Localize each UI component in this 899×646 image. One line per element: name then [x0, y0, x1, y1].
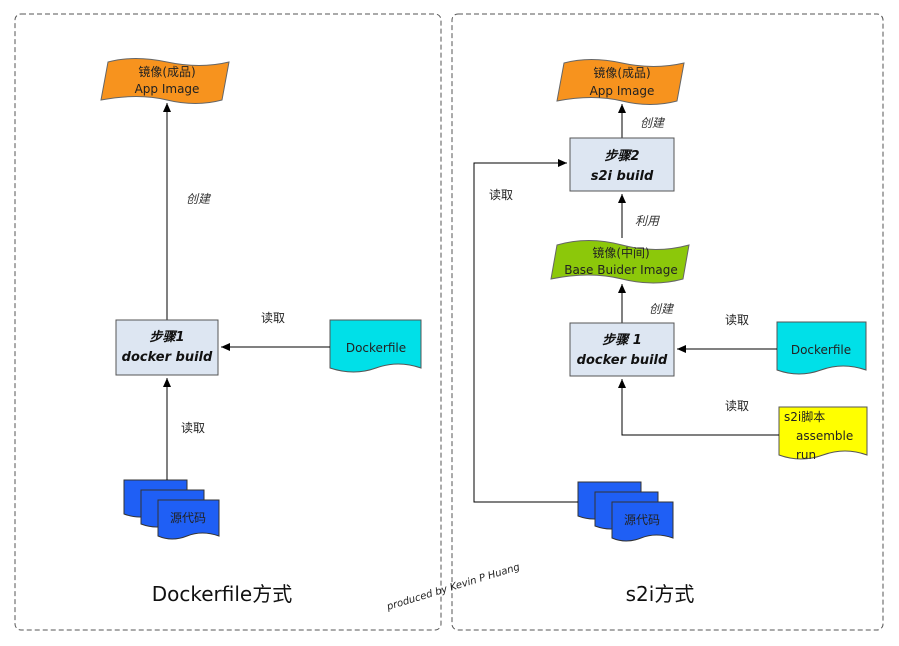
right-step2-node: 步骤2 s2i build — [569, 137, 675, 192]
right-step2-line2: s2i build — [591, 169, 654, 184]
left-app-image-node: 镜像(成品) App Image — [100, 58, 230, 104]
left-dockerfile-label: Dockerfile — [346, 341, 406, 355]
right-app-image-node: 镜像(成品) App Image — [556, 59, 685, 105]
left-edge-read-source-label: 读取 — [181, 421, 205, 435]
left-dockerfile-node: Dockerfile — [329, 319, 422, 373]
right-step1-node: 步骤 1 docker build — [569, 322, 675, 377]
left-edge-create-label: 创建 — [186, 192, 212, 206]
left-source-node: 源代码 — [123, 479, 220, 540]
right-app-image-line1: 镜像(成品) — [593, 65, 650, 80]
right-s2i-scripts-line2: assemble — [796, 429, 853, 443]
right-dockerfile-label: Dockerfile — [791, 343, 851, 357]
right-base-image-node: 镜像(中间) Base Buider Image — [550, 240, 690, 284]
right-step1-line2: docker build — [577, 353, 668, 368]
right-panel-title: s2i方式 — [626, 582, 695, 606]
watermark-text: produced by Kevin P Huang — [385, 562, 521, 613]
right-step2-line1: 步骤2 — [604, 148, 639, 164]
right-source-label: 源代码 — [624, 513, 660, 527]
right-base-image-line2: Base Buider Image — [564, 263, 678, 277]
right-app-image-line2: App Image — [590, 84, 655, 98]
right-edge-read-scripts-label: 读取 — [725, 399, 749, 413]
left-edge-read-dockerfile-label: 读取 — [261, 311, 285, 325]
right-edge-use-label: 利用 — [635, 214, 660, 228]
right-edge-read-dockerfile-label: 读取 — [725, 313, 749, 327]
left-app-image-line2: App Image — [135, 82, 200, 96]
right-source-node: 源代码 — [577, 481, 674, 542]
right-dockerfile-node: Dockerfile — [776, 321, 867, 375]
right-step1-line1: 步骤 1 — [602, 332, 642, 348]
right-base-image-line1: 镜像(中间) — [592, 245, 649, 260]
right-s2i-scripts-line3: run — [796, 448, 816, 462]
right-panel — [451, 13, 884, 631]
right-s2i-scripts-line1: s2i脚本 — [784, 409, 825, 424]
right-edge-create-app-label: 创建 — [640, 116, 666, 130]
left-step1-node: 步骤1 docker build — [115, 319, 219, 376]
left-step1-line2: docker build — [122, 350, 213, 365]
right-s2i-scripts-node: s2i脚本 assemble run — [778, 406, 868, 462]
left-app-image-line1: 镜像(成品) — [138, 64, 195, 79]
right-edge-create-base-label: 创建 — [649, 302, 675, 316]
left-panel — [14, 13, 442, 631]
left-panel-title: Dockerfile方式 — [152, 582, 293, 606]
right-edge-read-source-label: 读取 — [489, 188, 513, 202]
left-step1-line1: 步骤1 — [149, 329, 184, 345]
left-source-label: 源代码 — [170, 511, 206, 525]
